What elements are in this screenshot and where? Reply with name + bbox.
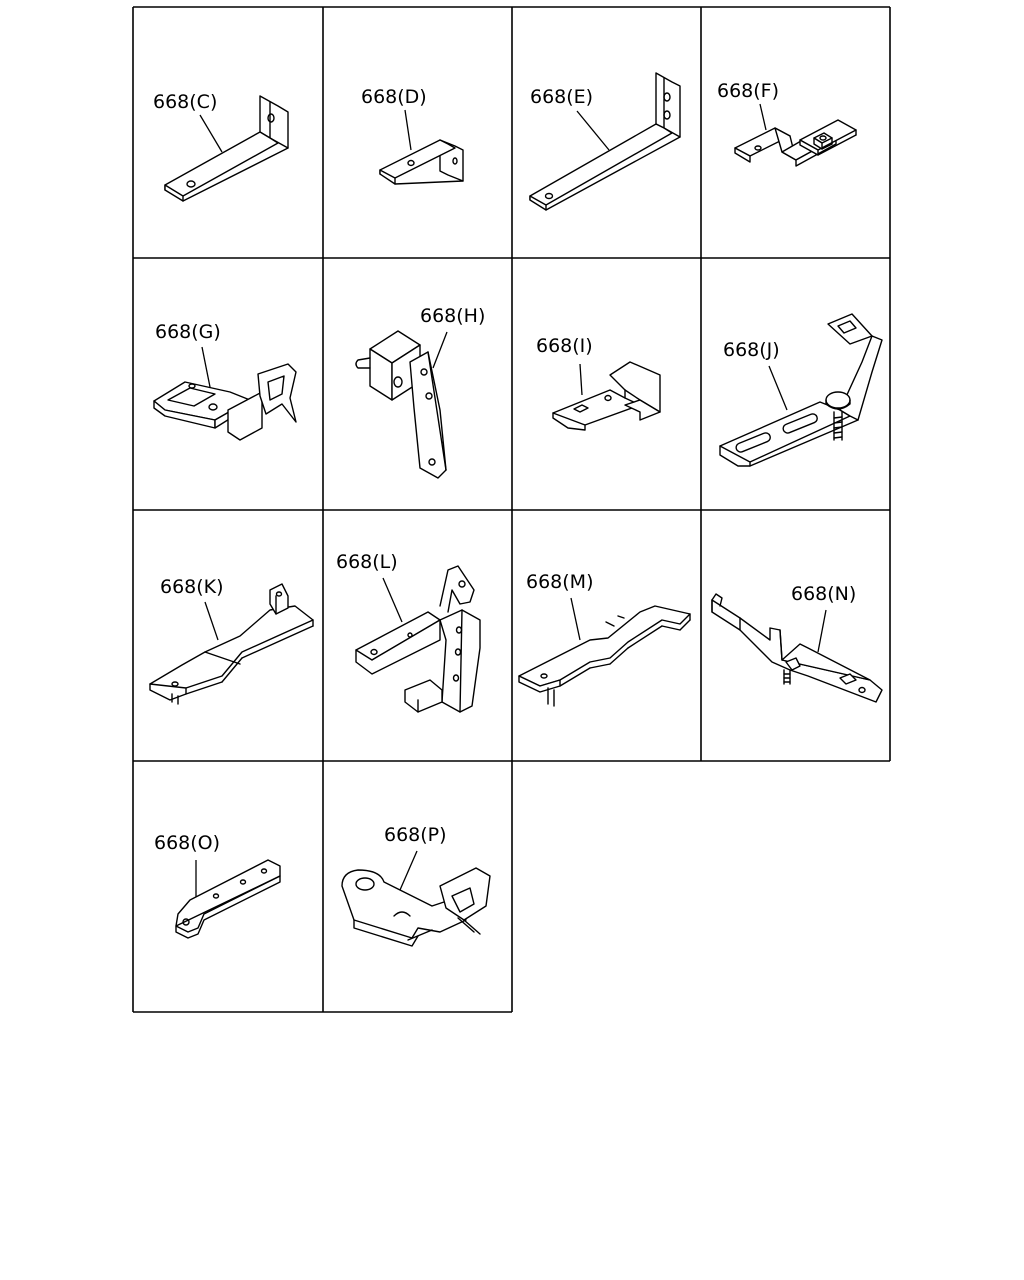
part-label-h: 668(H) — [420, 305, 485, 327]
part-cell-m[interactable]: 668(M) — [518, 571, 691, 707]
step-bracket-icon — [552, 361, 661, 431]
part-label-o: 668(O) — [154, 832, 220, 854]
part-label-i: 668(I) — [536, 335, 593, 357]
leader-line-e — [576, 110, 610, 151]
leader-line-n — [817, 609, 827, 653]
leader-line-m — [570, 597, 581, 641]
short-l-bracket-icon — [379, 139, 464, 185]
part-cell-d[interactable]: 668(D) — [361, 86, 464, 185]
small-strap-bracket-icon — [175, 859, 281, 939]
part-cell-i[interactable]: 668(I) — [536, 335, 661, 431]
leader-line-i — [579, 363, 583, 396]
offset-bracket-with-nut-icon — [734, 119, 857, 167]
clip-bracket-icon — [153, 363, 297, 441]
long-l-bracket-icon — [164, 95, 289, 202]
part-label-m: 668(M) — [526, 571, 593, 593]
leader-line-l — [382, 577, 403, 623]
part-label-k: 668(K) — [160, 576, 224, 598]
part-label-c: 668(C) — [153, 91, 217, 113]
leader-line-k — [204, 601, 219, 641]
part-cell-k[interactable]: 668(K) — [149, 576, 314, 705]
part-cell-h[interactable]: 668(H) — [355, 305, 485, 479]
part-cell-e[interactable]: 668(E) — [529, 72, 681, 211]
part-cell-c[interactable]: 668(C) — [153, 91, 289, 202]
leader-line-d — [404, 109, 412, 151]
bracket-with-stud-icon — [711, 593, 883, 703]
part-cell-f[interactable]: 668(F) — [717, 80, 857, 167]
part-label-g: 668(G) — [155, 321, 221, 343]
part-cell-p[interactable]: 668(P) — [341, 824, 491, 947]
bent-strap-bracket-icon — [355, 330, 447, 479]
part-cell-l[interactable]: 668(L) — [336, 551, 481, 713]
part-label-l: 668(L) — [336, 551, 398, 573]
compound-bracket-icon — [355, 565, 481, 713]
leader-line-h — [432, 331, 448, 369]
part-label-f: 668(F) — [717, 80, 779, 102]
part-label-e: 668(E) — [530, 86, 593, 108]
part-cell-n[interactable]: 668(N) — [711, 583, 883, 703]
part-cell-g[interactable]: 668(G) — [153, 321, 297, 441]
leader-line-j — [768, 365, 788, 411]
flat-plate-bracket-icon — [149, 583, 314, 705]
part-label-j: 668(J) — [723, 339, 780, 361]
leader-line-g — [201, 346, 212, 393]
part-cell-o[interactable]: 668(O) — [154, 832, 281, 939]
leader-line-c — [199, 114, 223, 153]
part-label-n: 668(N) — [791, 583, 856, 605]
hook-plate-bracket-icon — [341, 867, 491, 947]
slotted-bracket-with-bolt-icon — [719, 313, 883, 467]
leader-line-f — [759, 103, 767, 131]
leader-line-p — [399, 850, 418, 891]
part-label-d: 668(D) — [361, 86, 427, 108]
grid-frame — [132, 6, 891, 1013]
long-plate-bracket-icon — [518, 605, 691, 707]
part-label-p: 668(P) — [384, 824, 447, 846]
long-angle-bracket-icon — [529, 72, 681, 211]
part-cell-j[interactable]: 668(J) — [719, 313, 883, 467]
